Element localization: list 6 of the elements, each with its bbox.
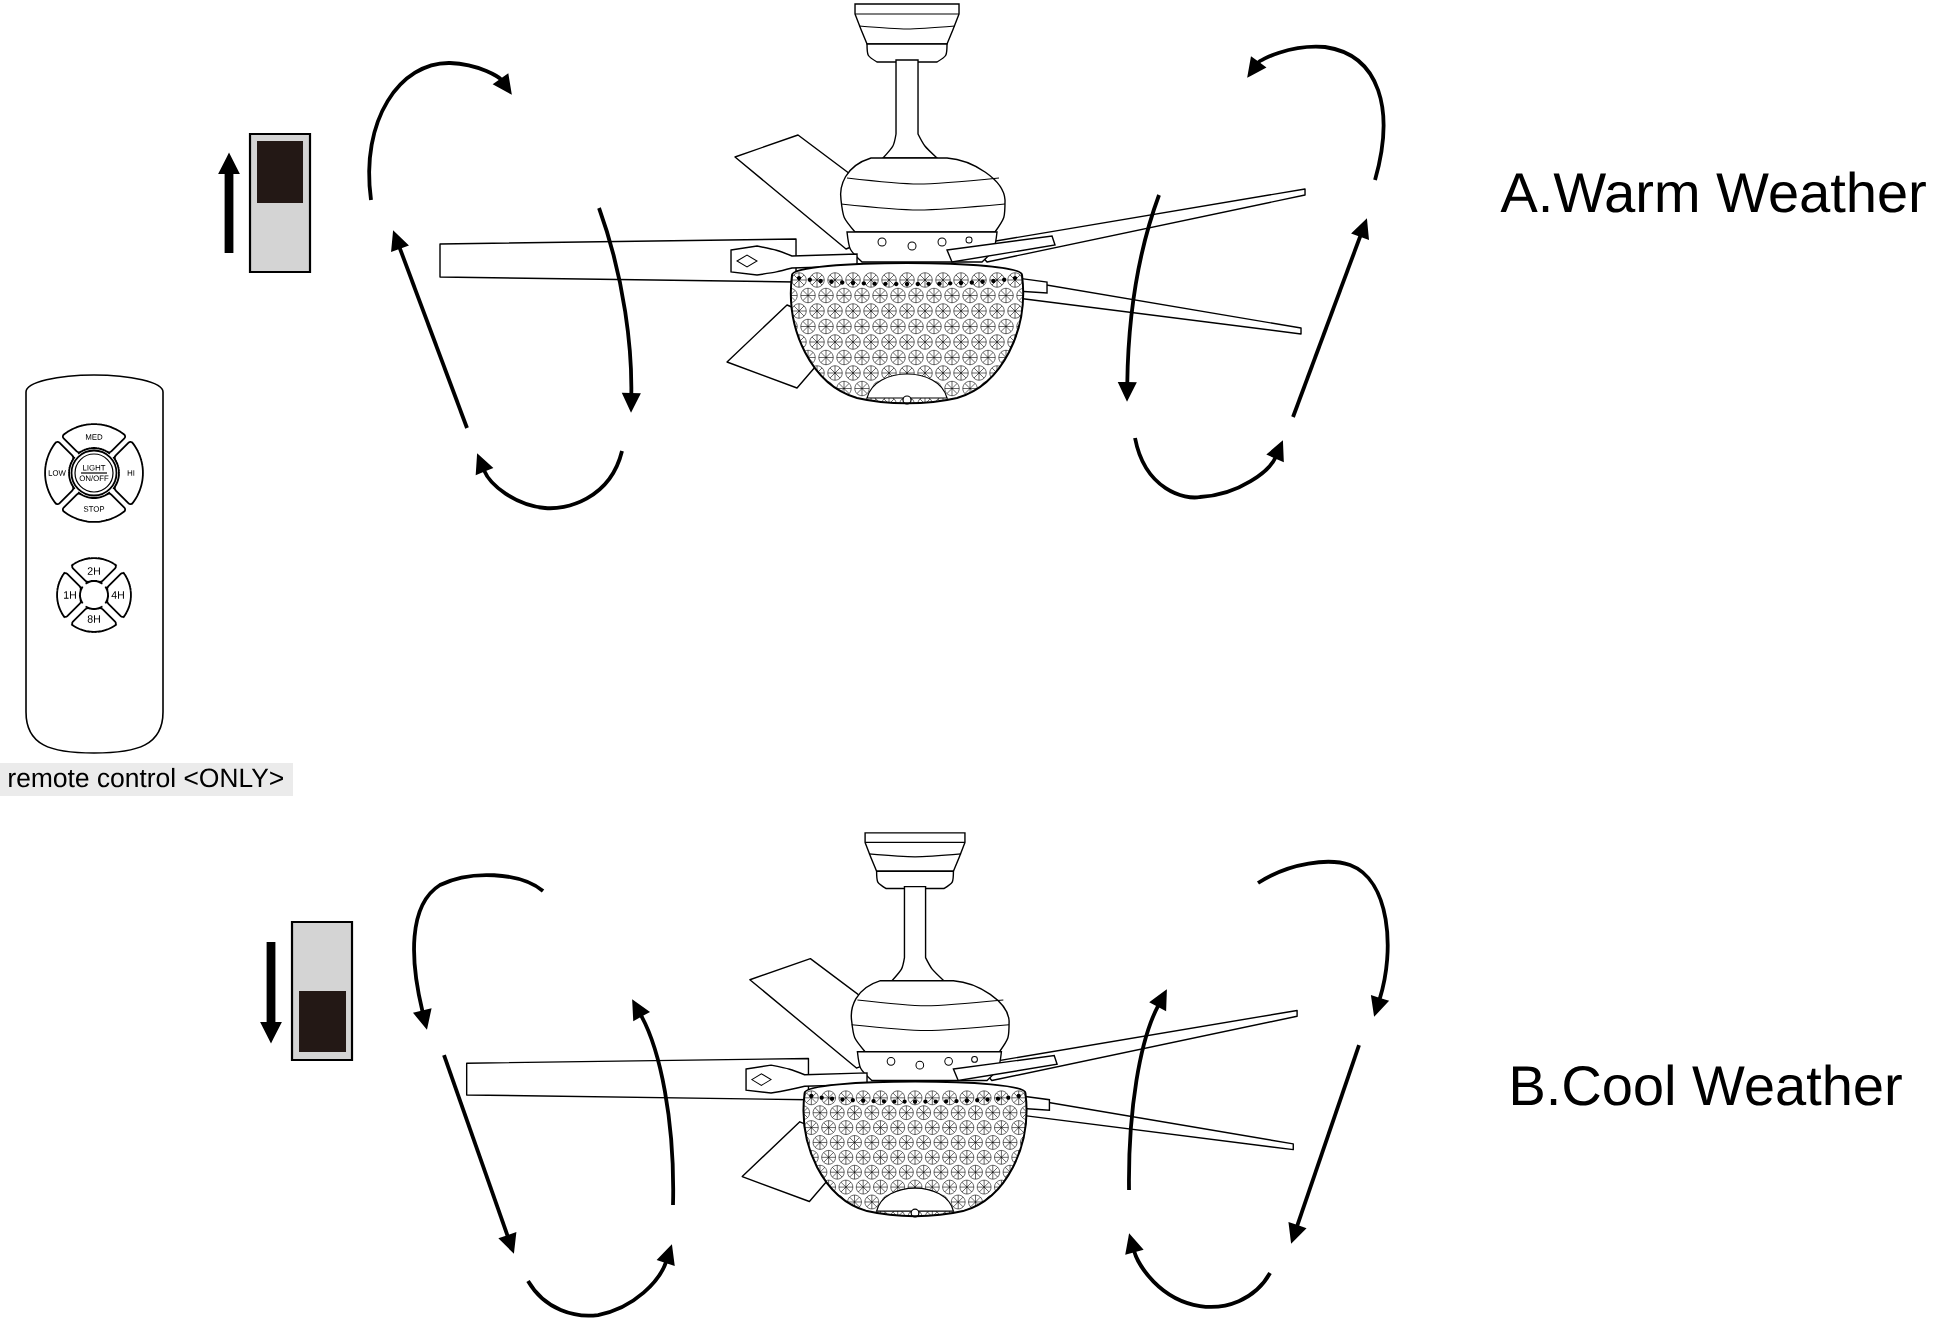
remote-button: 4H [104, 571, 132, 619]
heading: A.Warm Weather [1500, 171, 1926, 213]
remote-button: 1H [56, 571, 84, 619]
heading: B.Cool Weather [1513, 1064, 1902, 1106]
caption: remote control <ONLY> [0, 763, 293, 796]
remote-button: 8H [70, 605, 118, 633]
